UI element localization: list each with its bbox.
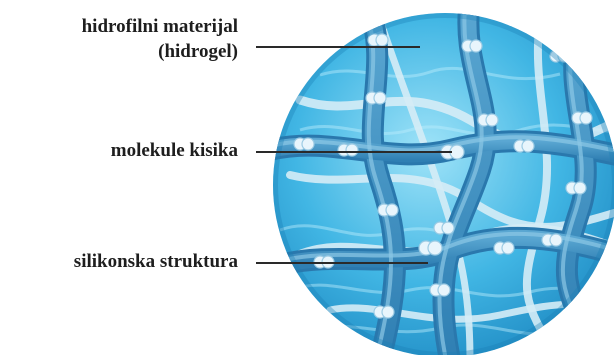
leader-line-hydrophilic <box>256 46 420 48</box>
oxygen-molecule <box>578 294 598 306</box>
label-hydrophilic-material: hidrofilni materijal (hidrogel) <box>82 14 238 64</box>
oxygen-molecule <box>478 114 498 126</box>
oxygen-molecule <box>374 306 394 318</box>
label-silicone-structure: silikonska struktura <box>74 249 238 274</box>
oxygen-molecule <box>572 112 592 124</box>
oxygen-molecule <box>542 234 562 246</box>
oxygen-molecule <box>462 40 482 52</box>
oxygen-molecule <box>514 140 534 152</box>
oxygen-molecule <box>430 284 450 296</box>
oxygen-molecule <box>366 92 386 104</box>
label-hydrophilic-line2: (hidrogel) <box>82 39 238 64</box>
label-hydrophilic-line1: hidrofilni materijal <box>82 14 238 39</box>
oxygen-molecule <box>368 34 388 46</box>
oxygen-molecule <box>294 138 314 150</box>
label-oxygen-molecules: molekule kisika <box>111 138 238 163</box>
leader-line-oxygen <box>256 151 452 153</box>
oxygen-molecule <box>566 182 586 194</box>
oxygen-molecule <box>338 144 358 156</box>
oxygen-molecule <box>494 242 514 254</box>
oxygen-molecule <box>378 204 398 216</box>
leader-line-silicone <box>256 262 428 264</box>
oxygen-molecule <box>434 222 454 234</box>
oxygen-molecule <box>419 241 442 255</box>
